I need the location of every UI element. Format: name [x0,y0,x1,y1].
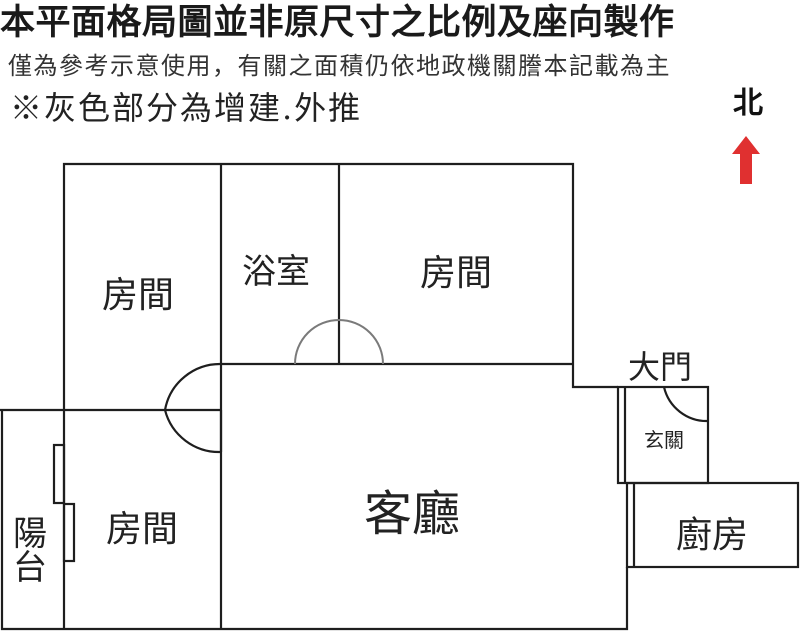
disclaimer-text: 僅為參考示意使用，有關之面積仍依地政機關謄本記載為主 [8,52,671,80]
sliding-door-1 [52,443,66,505]
room-label-bedroom-top-right: 房間 [420,253,493,294]
north-label: 北 [733,86,763,121]
room-label-entrance: 玄關 [644,428,684,452]
room-label-bedroom-bottom-left: 房間 [106,509,179,550]
room-label-living-room: 客廳 [364,486,461,542]
living-room-outer-wall [221,567,629,631]
room-label-kitchen: 廚房 [676,515,749,556]
door-arc-bathroom [294,319,384,365]
door-arc-bedrooms [163,362,222,454]
room-label-main-door: 大門 [628,348,693,386]
sliding-door-2 [62,502,76,563]
room-label-balcony-1: 陽 [13,514,47,554]
balcony-outer-wall [0,410,221,631]
extension-note: ※灰色部分為增建.外推 [10,89,363,127]
door-arc-entrance [662,386,709,423]
kitchen-wall [625,481,800,569]
outer-wall-top [62,162,618,410]
room-label-bedroom-top-left: 房間 [102,275,175,316]
page-title: 本平面格局圖並非原尺寸之比例及座向製作 [0,3,675,43]
room-label-balcony-2: 台 [13,548,47,588]
north-arrow-icon [732,136,760,184]
room-label-bathroom: 浴室 [242,252,310,292]
